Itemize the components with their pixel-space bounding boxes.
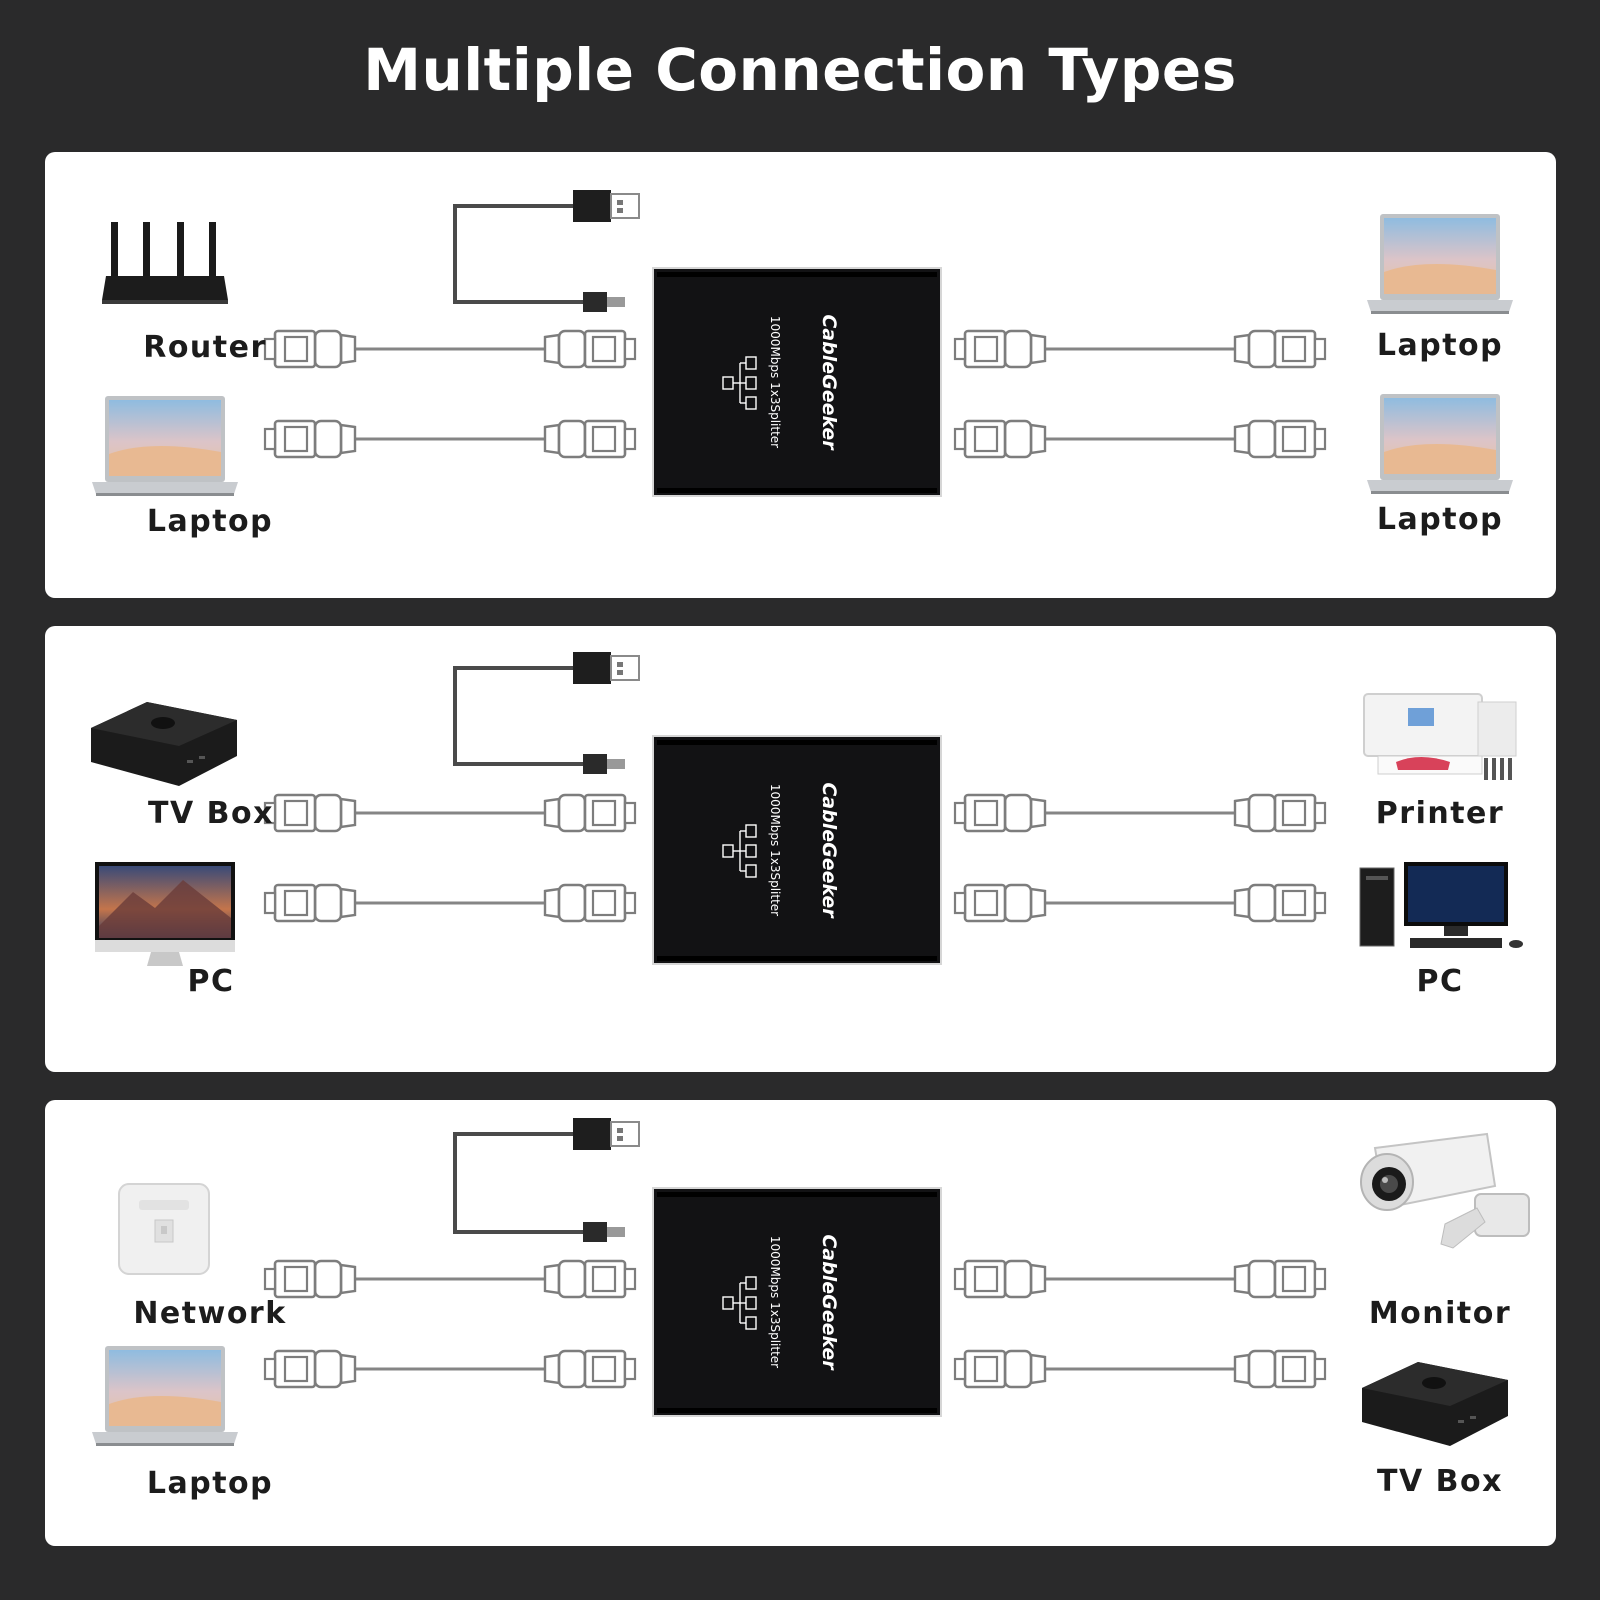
rj45-connector-icon bbox=[953, 419, 1047, 459]
page-title: Multiple Connection Types bbox=[363, 36, 1237, 104]
rj45-connector-icon bbox=[543, 329, 637, 369]
security-camera-icon bbox=[1360, 1132, 1530, 1249]
rj45-connector-icon bbox=[1233, 793, 1327, 833]
connection-diagram: CableGeeker 1000Mbps 1x3Splitter bbox=[263, 1118, 1327, 1417]
rj45-connector-icon bbox=[543, 419, 637, 459]
device-label: Printer bbox=[1375, 796, 1505, 831]
rj45-connector-icon bbox=[1233, 1259, 1327, 1299]
device-label: PC bbox=[187, 964, 235, 999]
rj45-connector-icon bbox=[1233, 329, 1327, 369]
device-label: Laptop bbox=[146, 504, 274, 539]
device-label: Laptop bbox=[1376, 328, 1504, 363]
usb-a-plug-icon bbox=[573, 652, 640, 684]
splitter-model: 1000Mbps 1x3Splitter bbox=[768, 1236, 782, 1368]
laptop-icon bbox=[92, 396, 238, 496]
device-label: Router bbox=[143, 330, 267, 365]
laptop-icon bbox=[92, 1346, 238, 1446]
wall-socket-icon bbox=[118, 1183, 210, 1275]
rj45-connector-icon bbox=[263, 419, 357, 459]
rj45-connector-icon bbox=[953, 329, 1047, 369]
network-topology-icon bbox=[722, 356, 757, 410]
rj45-connector-icon bbox=[953, 1259, 1047, 1299]
splitter-model: 1000Mbps 1x3Splitter bbox=[768, 784, 782, 916]
device-label: Network bbox=[133, 1296, 287, 1331]
usb-a-plug-icon bbox=[573, 1118, 640, 1150]
router-icon bbox=[102, 222, 228, 304]
printer-icon bbox=[1363, 693, 1517, 780]
connection-panel-2: CableGeeker 1000Mbps 1x3Splitter TV Box … bbox=[45, 626, 1556, 1072]
splitter-brand: CableGeeker bbox=[818, 314, 840, 451]
rj45-connector-icon bbox=[953, 1349, 1047, 1389]
micro-usb-plug-icon bbox=[583, 754, 625, 774]
splitter-brand: CableGeeker bbox=[818, 1234, 840, 1371]
laptop-icon bbox=[1367, 214, 1513, 314]
rj45-connector-icon bbox=[1233, 883, 1327, 923]
device-label: Laptop bbox=[1376, 502, 1504, 537]
rj45-connector-icon bbox=[953, 793, 1047, 833]
rj45-connector-icon bbox=[1233, 419, 1327, 459]
rj45-connector-icon bbox=[1233, 1349, 1327, 1389]
tv-box-icon bbox=[1362, 1362, 1508, 1446]
rj45-connector-icon bbox=[543, 883, 637, 923]
connection-diagram: CableGeeker 1000Mbps 1x3Splitter bbox=[263, 652, 1327, 965]
splitter-device: CableGeeker 1000Mbps 1x3Splitter bbox=[652, 267, 942, 497]
connection-diagram: CableGeeker 1000Mbps 1x3Splitter bbox=[263, 190, 1327, 497]
micro-usb-plug-icon bbox=[583, 292, 625, 312]
micro-usb-plug-icon bbox=[583, 1222, 625, 1242]
rj45-connector-icon bbox=[543, 1259, 637, 1299]
splitter-device: CableGeeker 1000Mbps 1x3Splitter bbox=[652, 735, 942, 965]
rj45-connector-icon bbox=[953, 883, 1047, 923]
rj45-connector-icon bbox=[543, 793, 637, 833]
device-label: TV Box bbox=[1377, 1464, 1503, 1499]
rj45-connector-icon bbox=[543, 1349, 637, 1389]
network-topology-icon bbox=[722, 1276, 757, 1330]
imac-icon bbox=[95, 862, 235, 966]
splitter-brand: CableGeeker bbox=[818, 782, 840, 919]
device-label: Laptop bbox=[146, 1466, 274, 1501]
desktop-pc-icon bbox=[1359, 862, 1523, 948]
rj45-connector-icon bbox=[263, 1259, 357, 1299]
device-label: PC bbox=[1416, 964, 1464, 999]
device-label: Monitor bbox=[1368, 1296, 1512, 1331]
usb-a-plug-icon bbox=[573, 190, 640, 222]
network-topology-icon bbox=[722, 824, 757, 878]
rj45-connector-icon bbox=[263, 1349, 357, 1389]
connection-panel-1: CableGeeker 1000Mbps 1x3Splitter Router … bbox=[45, 152, 1556, 598]
connection-panel-3: CableGeeker 1000Mbps 1x3Splitter Network… bbox=[45, 1100, 1556, 1546]
tv-box-icon bbox=[91, 702, 237, 786]
device-label: TV Box bbox=[148, 796, 274, 831]
splitter-model: 1000Mbps 1x3Splitter bbox=[768, 316, 782, 448]
splitter-device: CableGeeker 1000Mbps 1x3Splitter bbox=[652, 1187, 942, 1417]
rj45-connector-icon bbox=[263, 883, 357, 923]
laptop-icon bbox=[1367, 394, 1513, 494]
